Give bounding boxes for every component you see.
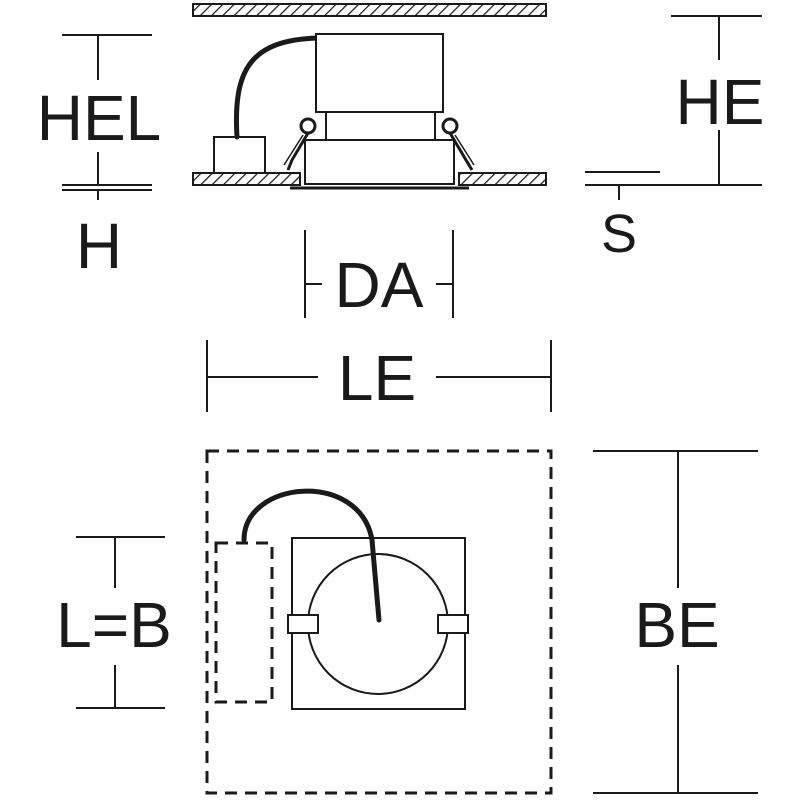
lb-dimension: L=B	[56, 536, 172, 709]
housing-neck	[325, 111, 436, 141]
reflector-circle	[307, 553, 449, 695]
h-label: H	[76, 210, 122, 282]
top-view-cable	[241, 488, 382, 623]
driver-box-outline	[214, 541, 274, 704]
supply-cable	[233, 35, 321, 140]
cutout-outline	[205, 449, 553, 795]
da-dimension: DA	[304, 230, 454, 321]
le-dimension: LE	[206, 340, 552, 414]
be-dimension: BE	[593, 450, 758, 794]
spring-clip-right	[441, 117, 475, 171]
luminaire-housing	[315, 33, 444, 113]
be-label: BE	[634, 589, 719, 661]
clip-tab-left	[287, 614, 319, 634]
ceiling-panel-right	[458, 172, 547, 186]
upper-ceiling-slab	[192, 3, 547, 17]
he-label: HE	[676, 66, 765, 138]
driver-box	[213, 136, 266, 174]
le-label: LE	[338, 342, 416, 414]
he-dimension: HE	[622, 15, 765, 186]
spring-clip-left	[283, 117, 317, 171]
top-view	[205, 449, 553, 795]
ceiling-panel-left	[192, 172, 301, 186]
lb-label: L=B	[56, 589, 172, 661]
hel-label: HEL	[37, 82, 162, 154]
clip-tab-right	[437, 614, 469, 634]
front-frame	[304, 139, 455, 185]
h-dimension: H	[62, 189, 152, 282]
da-label: DA	[335, 249, 424, 321]
side-view	[192, 3, 547, 190]
hel-dimension: HEL	[37, 34, 162, 186]
s-dimension: S	[585, 171, 660, 264]
s-label: S	[601, 204, 637, 264]
